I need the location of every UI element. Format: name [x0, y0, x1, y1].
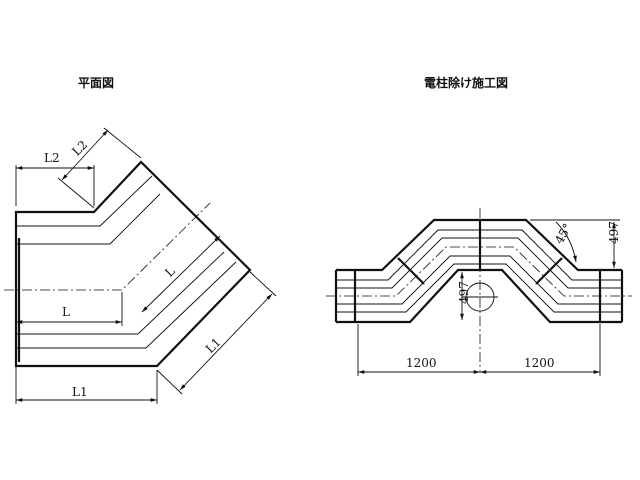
plan-view-drawing: L2 L2 L L L1 L1	[4, 127, 277, 404]
elbow-outer-outline	[14, 160, 252, 368]
width-left-label: 1200	[406, 356, 437, 370]
l2-diagonal-dim	[61, 129, 109, 181]
l-horizontal-label: L	[62, 305, 70, 319]
l-diagonal-label: L	[162, 264, 178, 280]
dim-extension	[156, 369, 183, 395]
dim-extension	[249, 271, 277, 297]
l1-diagonal-dim	[179, 293, 273, 391]
plan-view-title: 平面図	[78, 76, 115, 90]
angle-arc	[555, 221, 577, 263]
pole-view-drawing: 1200 1200 497 497 45°	[326, 208, 632, 376]
l2-diagonal-label: L2	[69, 138, 90, 159]
pole-avoidance-title: 電柱除け施工図	[424, 76, 509, 90]
l-diagonal-dim	[141, 235, 221, 313]
joint-line	[397, 257, 425, 285]
elbow-inner-line	[16, 193, 161, 245]
center-line	[326, 246, 632, 297]
height-left-label: 497	[457, 281, 471, 304]
angle-label: 45°	[552, 221, 575, 246]
dim-extension	[57, 177, 95, 209]
joint-line	[535, 257, 563, 285]
height-right-label: 497	[607, 221, 621, 244]
l1-diagonal-label: L1	[203, 335, 224, 356]
width-right-label: 1200	[524, 356, 555, 370]
elbow-inner-line	[16, 261, 237, 349]
elbow-inner-line	[16, 175, 153, 227]
l2-horizontal-label: L2	[44, 151, 60, 165]
l1-horizontal-label: L1	[72, 385, 88, 399]
dim-extension	[103, 127, 142, 159]
center-line	[4, 202, 211, 291]
